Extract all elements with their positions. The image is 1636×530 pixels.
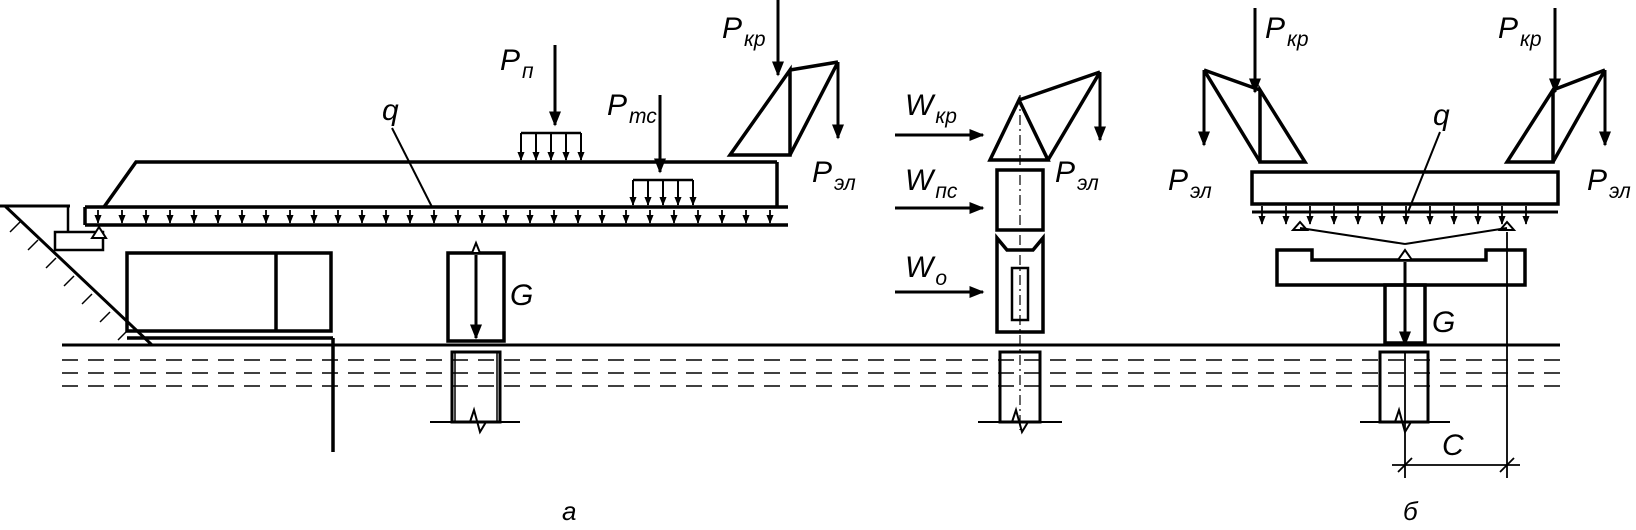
- label-w-o: Wо: [905, 251, 947, 290]
- labels: q q G G Pп Pтс Pкр Pэл Wкр Wпс Wо Pэл Pк…: [382, 12, 1631, 526]
- load-p-ts: [629, 95, 697, 206]
- q-label-a: q: [382, 94, 399, 127]
- water-surface: [62, 343, 1560, 387]
- label-c: C: [1442, 429, 1464, 462]
- q-label-b: q: [1433, 99, 1450, 132]
- label-p-kr-a: Pкр: [722, 12, 766, 51]
- label-w-kr: Wкр: [905, 89, 957, 128]
- girder-section-b: [1250, 170, 1560, 214]
- view-a-side: [0, 0, 844, 452]
- label-p-el-b-right: Pэл: [1587, 164, 1631, 203]
- view-b-cross-section: [1198, 8, 1611, 478]
- shore-abutment: [0, 204, 154, 347]
- label-w-ps: Wпс: [905, 164, 958, 203]
- label-p-el-mid: Pэл: [1055, 156, 1099, 195]
- crane-right-b: [1503, 8, 1611, 164]
- distributed-load-q-b: [1258, 206, 1530, 225]
- wind-load-view: [895, 70, 1106, 435]
- label-p-kr-b-right: Pкр: [1498, 12, 1542, 51]
- g-label-a: G: [510, 279, 533, 312]
- label-p-p: Pп: [500, 44, 534, 83]
- distributed-load-q-a: [94, 210, 774, 224]
- label-p-kr-b-left: Pкр: [1265, 12, 1309, 51]
- caption-b: б: [1403, 496, 1419, 526]
- crane-left-b: [1198, 8, 1309, 164]
- pier-a: [430, 240, 520, 435]
- pier-cap-b: [1275, 220, 1527, 435]
- temporary-support: [125, 251, 335, 452]
- label-p-el-a: Pэл: [812, 156, 856, 195]
- caption-a: а: [562, 496, 576, 526]
- girder-span: [83, 160, 788, 227]
- label-p-ts: Pтс: [607, 89, 657, 128]
- crane-a: [726, 0, 844, 157]
- g-label-b: G: [1432, 306, 1455, 339]
- bearing-shore: [90, 225, 108, 239]
- load-p-p: [517, 45, 585, 161]
- pier-mid: [978, 95, 1062, 435]
- label-p-el-b-left: Pэл: [1168, 164, 1212, 203]
- crane-mid: [987, 70, 1106, 162]
- dimension-c: [1392, 232, 1520, 478]
- wind-arrows: [895, 129, 985, 298]
